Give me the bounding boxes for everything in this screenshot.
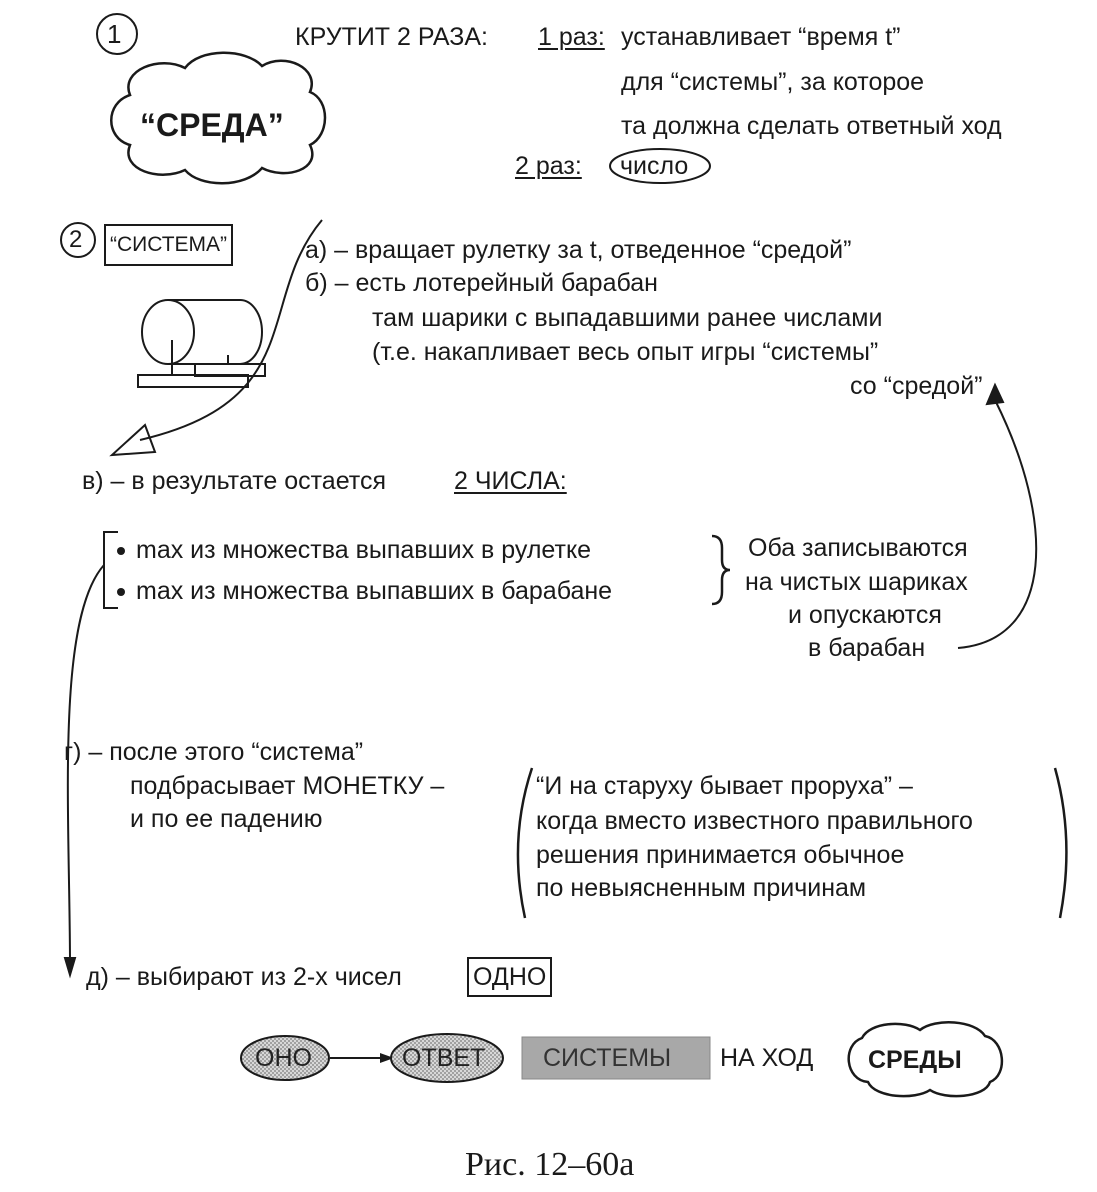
result-v-highlight: 2 ЧИСЛА: xyxy=(454,467,567,495)
proverb-line-2: когда вместо известного правильного xyxy=(536,807,973,835)
proverb-line-4: по невыясненным причинам xyxy=(536,874,867,902)
coin-g-line-1: г) – после этого “система” xyxy=(64,738,364,766)
sreda-cloud-shape xyxy=(110,51,327,185)
flow-node-2-label: ОТВЕТ xyxy=(402,1044,486,1072)
flow-node-4-cloud xyxy=(847,1021,1004,1098)
sreda-cloud-label: “СРЕДА” xyxy=(140,107,284,143)
step2-number-circle xyxy=(60,222,96,258)
step2-number: 2 xyxy=(69,226,83,253)
lottery-drum-drawing xyxy=(137,299,266,388)
bullet-item-2: max из множества выпавших в барабане xyxy=(136,577,613,605)
system-b-line-3: (т.е. накапливает весь опыт игры “систем… xyxy=(372,338,879,366)
first-spin-line-3: та должна сделать ответный ход xyxy=(621,112,1002,140)
step1-number: 1 xyxy=(107,19,122,49)
note-line-4: в барабан xyxy=(808,634,926,662)
bullet-dot-2 xyxy=(117,588,125,596)
second-spin-value: число xyxy=(620,152,689,180)
step1-number-circle xyxy=(96,13,138,55)
flow-node-3-box xyxy=(521,1036,711,1080)
coin-g-line-2: подбрасывает МОНЕТКУ – xyxy=(130,772,445,800)
proverb-line-3: решения принимается обычное xyxy=(536,841,905,869)
flow-node-3-label: СИСТЕМЫ xyxy=(543,1044,672,1072)
coin-g-line-3: и по ее падению xyxy=(130,805,323,833)
first-spin-line-2: для “системы”, за которое xyxy=(621,68,925,96)
system-b-line-4: со “средой” xyxy=(850,372,983,400)
bracket-arrow-to-choice xyxy=(63,531,118,979)
first-spin-line-1: устанавливает “время t” xyxy=(621,23,901,51)
system-a-line: а) – вращает рулетку за t, отведенное “с… xyxy=(305,236,852,264)
flow-node-2-oval xyxy=(390,1033,504,1083)
loop-arrow-to-drum xyxy=(957,382,1038,649)
note-line-1: Оба записываются xyxy=(748,534,968,562)
proverb-line-1: “И на старуху бывает проруха” – xyxy=(536,772,913,800)
number-oval xyxy=(609,148,711,184)
spins-label: КРУТИТ 2 РАЗА: xyxy=(295,23,488,51)
proverb-right-paren xyxy=(1053,767,1068,919)
bullet-item-1: max из множества выпавших в рулетке xyxy=(136,536,592,564)
choice-d-prefix: д) – выбирают из 2-х чисел xyxy=(86,963,402,991)
flow-connector-label: НА ХОД xyxy=(720,1044,814,1072)
result-v-prefix: в) – в результате остается xyxy=(82,467,386,495)
flow-node-4-label: СРЕДЫ xyxy=(868,1046,962,1074)
choice-d-boxed: ОДНО xyxy=(467,957,553,997)
bullet-dot-1 xyxy=(117,547,125,555)
system-b-line-2: там шарики с выпадавшими ранее числами xyxy=(372,304,883,332)
note-line-2: на чистых шариках xyxy=(745,568,968,596)
figure-caption: Рис. 12–60а xyxy=(465,1146,635,1183)
flow-arrow-1-2 xyxy=(330,1053,394,1063)
curve-arrow-system-to-result xyxy=(109,219,323,457)
flow-node-1-label: ОНО xyxy=(255,1044,312,1072)
second-spin-label: 2 раз: xyxy=(515,152,582,180)
flow-node-1-oval xyxy=(240,1035,330,1081)
bullets-brace xyxy=(711,534,731,606)
note-line-3: и опускаются xyxy=(788,601,942,629)
system-label-box: “СИСТЕМА” xyxy=(104,224,234,266)
system-b-line-1: б) – есть лотерейный барабан xyxy=(305,269,658,297)
proverb-left-paren xyxy=(516,767,534,919)
first-spin-label: 1 раз: xyxy=(538,23,605,51)
